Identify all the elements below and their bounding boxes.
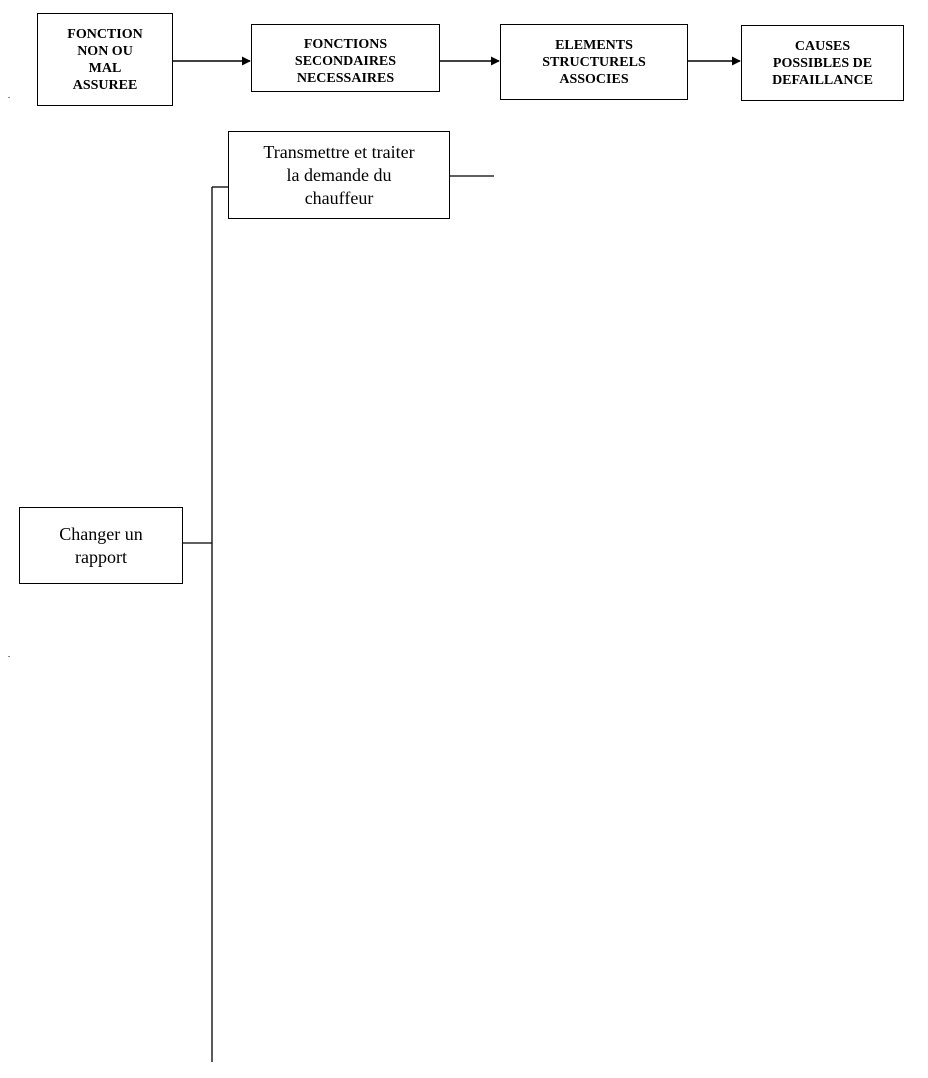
header-step-causes-defaillance: CAUSES POSSIBLES DE DEFAILLANCE: [741, 25, 904, 101]
header-step-text: DEFAILLANCE: [772, 72, 873, 88]
node-text: la demande du: [286, 164, 392, 185]
header-step-text: MAL: [88, 60, 122, 76]
root-function-node: Changer un rapport: [19, 507, 183, 584]
secondary-function-node: Transmettre et traiter la demande du cha…: [228, 131, 450, 219]
node-text: chauffeur: [304, 187, 374, 208]
node-text: rapport: [75, 546, 127, 567]
header-step-text: NECESSAIRES: [296, 71, 395, 86]
header-step-text: POSSIBLES DE: [772, 55, 873, 71]
header-step-text: ASSOCIES: [559, 71, 629, 87]
header-step-text: CAUSES: [794, 38, 851, 54]
header-step-text: STRUCTURELS: [542, 54, 646, 70]
header-step-text: FONCTION: [67, 26, 143, 42]
header-step-fonction-non-assuree: FONCTION NON OU MAL ASSUREE: [37, 13, 173, 106]
header-step-text: ELEMENTS: [555, 37, 633, 53]
header-step-text: NON OU: [77, 43, 133, 59]
header-step-text: SECONDAIRES: [294, 54, 397, 69]
scan-speck: [8, 656, 10, 657]
node-text: Changer un: [59, 523, 143, 544]
header-step-elements-structurels: ELEMENTS STRUCTURELS ASSOCIES: [500, 24, 688, 100]
node-text: Transmettre et traiter: [263, 141, 415, 162]
header-step-text: FONCTIONS: [303, 37, 388, 52]
header-step-fonctions-secondaires: FONCTIONS SECONDAIRES NECESSAIRES: [251, 24, 440, 92]
header-step-text: ASSUREE: [72, 77, 138, 93]
scan-speck: [8, 97, 10, 98]
